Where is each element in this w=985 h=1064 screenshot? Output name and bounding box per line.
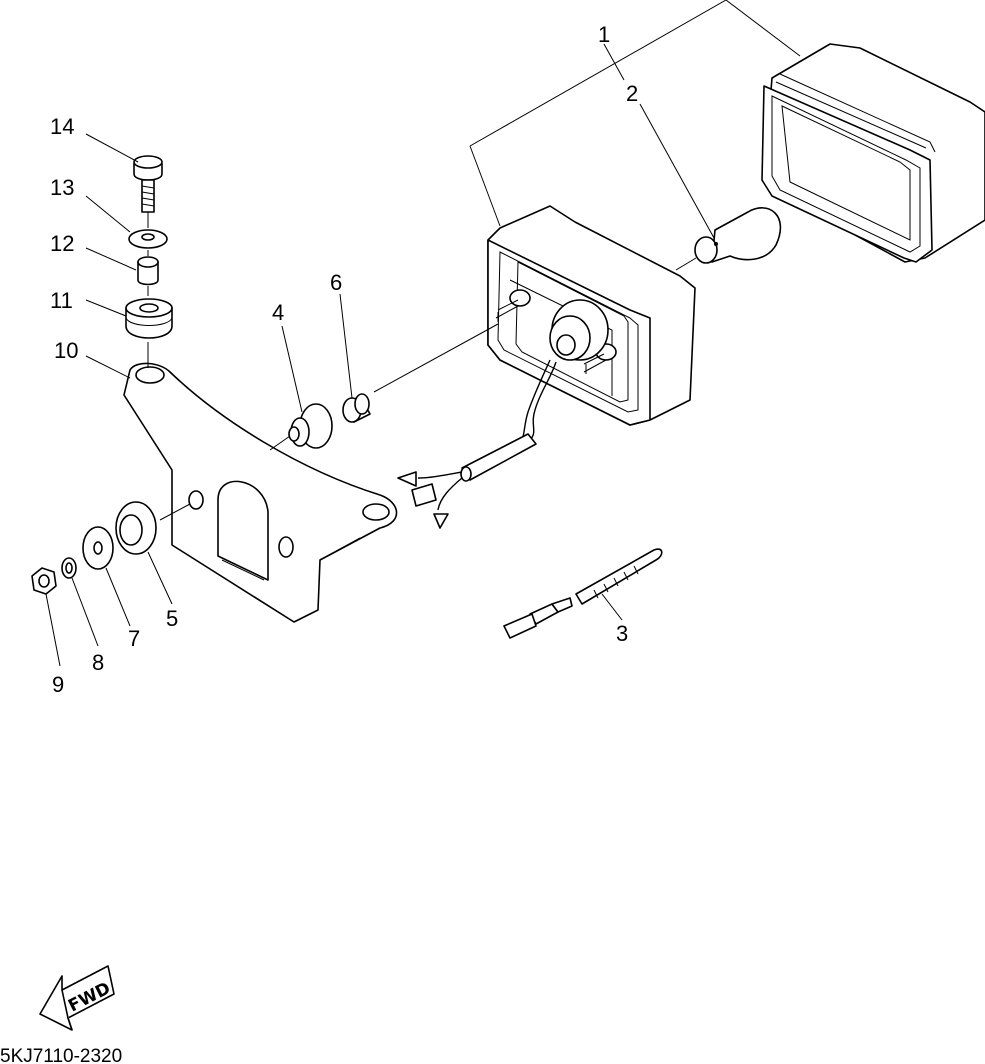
- nut: [31, 567, 57, 595]
- flat-washer: [82, 526, 114, 570]
- callout-6: 6: [330, 270, 342, 295]
- callout-8: 8: [92, 650, 104, 675]
- callout-12: 12: [50, 231, 74, 256]
- callout-10: 10: [54, 338, 78, 363]
- callout-14: 14: [50, 114, 74, 139]
- damper: [125, 298, 173, 339]
- tail-lens-cover: [761, 43, 985, 263]
- callout-9: 9: [52, 672, 64, 697]
- grommet: [288, 403, 333, 449]
- collar: [342, 393, 371, 423]
- fwd-arrow-icon: FWD: [39, 965, 115, 1031]
- callout-4: 4: [272, 300, 284, 325]
- collar-small: [137, 256, 159, 286]
- assembly-lines: [147, 212, 697, 521]
- tail-light-housing: [487, 205, 696, 426]
- bracket: [123, 362, 398, 623]
- callout-7: 7: [128, 626, 140, 651]
- leader-lines: [45, 0, 801, 667]
- housing-stud-upper: [495, 289, 531, 322]
- callout-3: 3: [616, 621, 628, 646]
- spring-washer: [61, 557, 77, 579]
- drawing-code: 5KJ7110-2320: [0, 1046, 122, 1064]
- washer-large: [115, 501, 157, 555]
- callout-13: 13: [50, 175, 74, 200]
- washer-top: [128, 229, 168, 249]
- callout-11: 11: [50, 288, 73, 313]
- cable-band: [503, 548, 663, 639]
- callout-labels: 1 2 3 4 5 6 7 8 9 10 11 12 13 14: [50, 22, 638, 697]
- callout-5: 5: [166, 606, 178, 631]
- wiring-harness: [397, 359, 557, 529]
- bolt: [133, 155, 163, 213]
- bulb-socket: [549, 299, 609, 361]
- bulb: [694, 207, 782, 264]
- callout-2: 2: [626, 81, 638, 106]
- callout-1: 1: [598, 22, 610, 47]
